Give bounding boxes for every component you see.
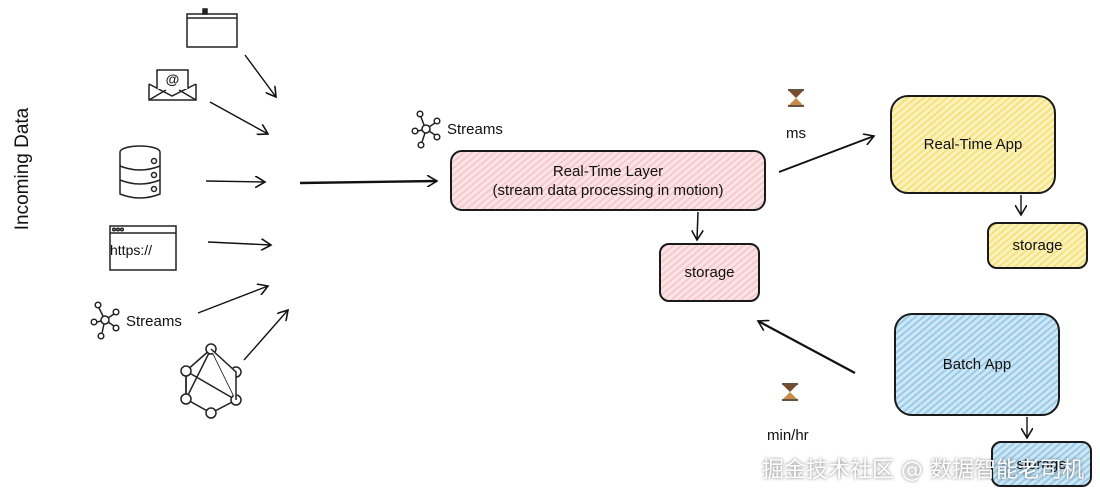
network-graph-icon <box>180 343 242 419</box>
email-icon: @ <box>148 69 197 101</box>
hourglass-icon <box>788 89 804 107</box>
arrow-layer-realtime <box>778 136 874 173</box>
streams-icon-center <box>411 110 441 149</box>
https-label: https:// <box>110 242 153 258</box>
arrow-database <box>205 181 265 182</box>
svg-text:@: @ <box>166 71 180 87</box>
realtime-layer-subtitle: (stream data processing in motion) <box>492 181 724 199</box>
arrow-folder <box>244 54 276 97</box>
minhr-label: min/hr <box>767 427 809 444</box>
arrow-ingest <box>299 181 437 183</box>
arrow-email <box>209 101 268 134</box>
ms-label: ms <box>786 125 806 142</box>
streams-icon <box>90 301 120 340</box>
folder-icon <box>186 8 238 48</box>
arrow-network <box>243 310 288 361</box>
arrow-batch-storage <box>758 321 856 374</box>
realtime-storage-label: storage <box>1012 237 1063 254</box>
streams-label-center: Streams <box>447 121 503 138</box>
realtime-app-label: Real-Time App <box>923 136 1023 153</box>
storage-label: storage <box>684 264 735 281</box>
watermark: 掘金技术社区 @ 数据智能老司机 <box>762 458 1084 483</box>
batch-storage-box: storage <box>991 441 1092 487</box>
realtime-app-box: Real-Time App <box>890 95 1056 194</box>
batch-storage-label: storage <box>1016 455 1067 473</box>
arrow-streams <box>197 286 268 314</box>
source-arrows <box>197 54 288 361</box>
database-icon <box>119 145 161 199</box>
realtime-layer-title: Real-Time Layer <box>552 162 664 180</box>
storage-box: storage <box>659 243 760 302</box>
arrow-https <box>207 242 271 245</box>
streams-label-left: Streams <box>126 313 182 330</box>
realtime-storage-box: storage <box>987 222 1088 269</box>
batch-app-box: Batch App <box>894 313 1060 416</box>
hourglass-icon-minhr <box>782 383 798 401</box>
browser-icon <box>109 225 177 271</box>
realtime-layer-box: Real-Time Layer (stream data processing … <box>450 150 766 211</box>
incoming-data-title: Incoming Data <box>12 107 33 231</box>
batch-app-label: Batch App <box>942 356 1012 373</box>
arrow-layer-storage <box>697 211 698 240</box>
